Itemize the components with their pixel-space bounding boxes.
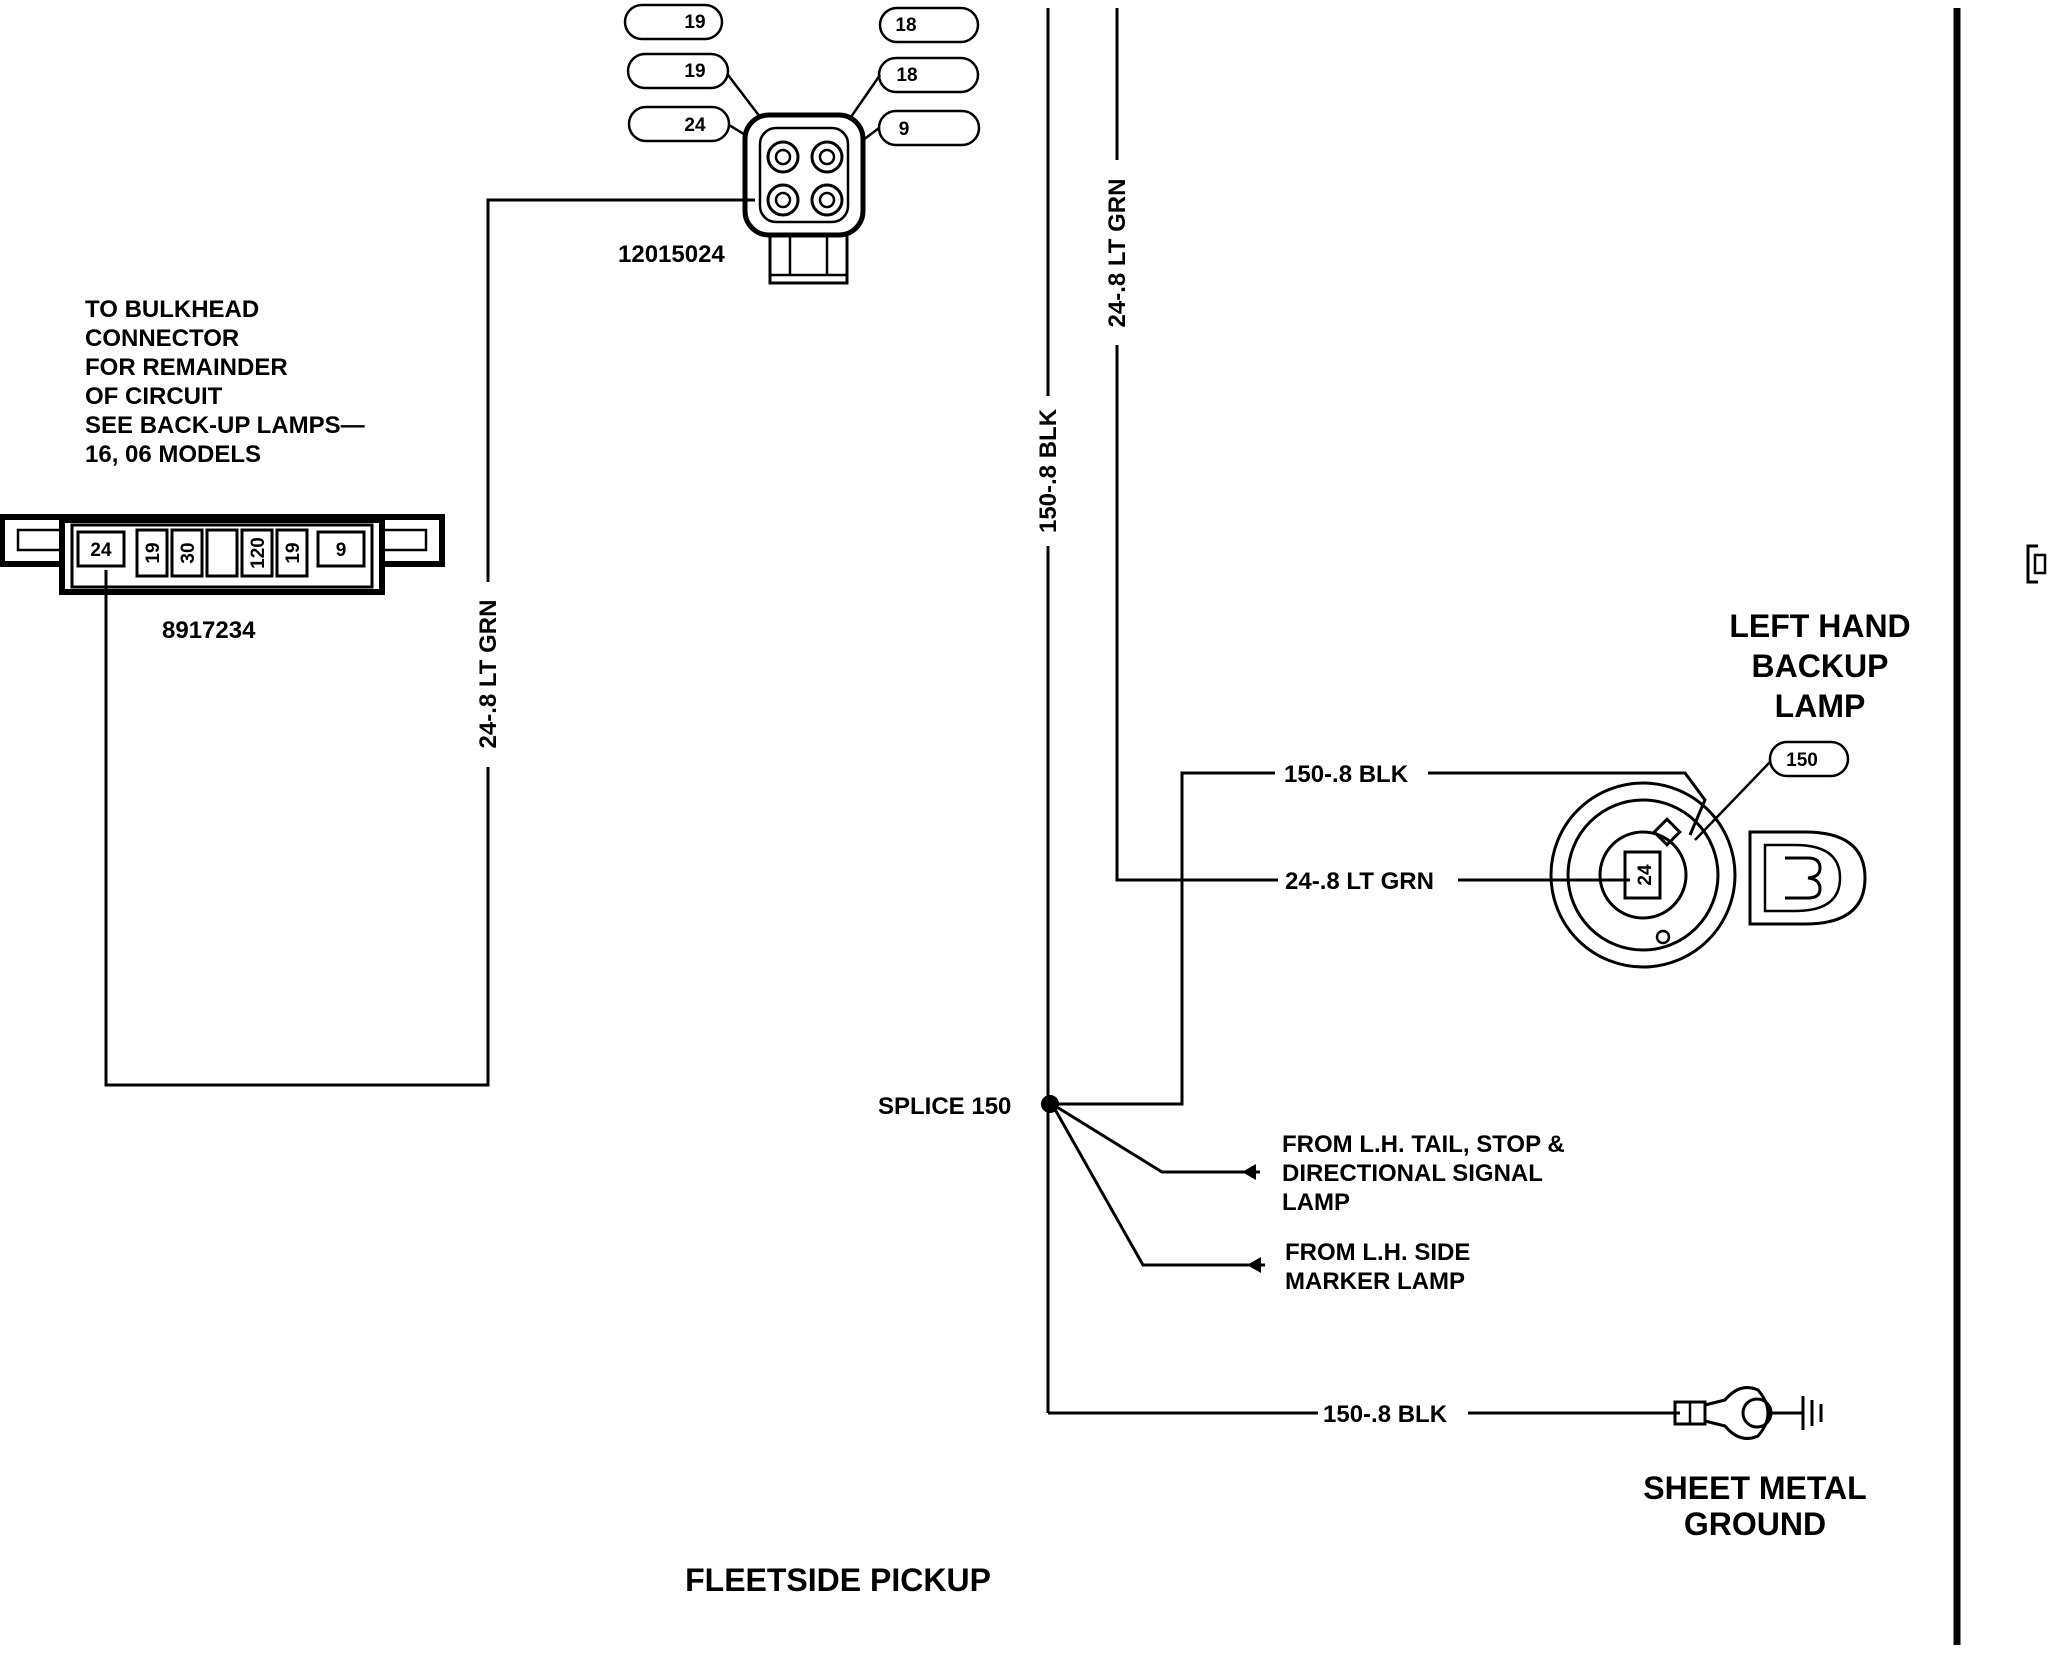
lamp-title-line: LEFT HAND — [1729, 608, 1910, 644]
pin-label: 120 — [248, 537, 269, 569]
bulkhead-note-line: CONNECTOR — [85, 325, 239, 352]
ring-terminal-icon — [1704, 1386, 1770, 1440]
page-edge-connector-fragment — [2033, 553, 2047, 575]
bulkhead-note-line: 16, 06 MODELS — [85, 441, 261, 468]
connector-pin — [275, 528, 309, 578]
bulkhead-note-line: TO BULKHEAD — [85, 296, 259, 323]
connector-pin — [240, 528, 274, 578]
connector-latch — [768, 233, 849, 285]
bulkhead-note-line: FOR REMAINDER — [85, 354, 288, 381]
page-edge-connector-fragment — [2026, 544, 2038, 584]
pin-label: 19 — [283, 542, 304, 563]
connector-pin — [766, 183, 800, 217]
ground-title-line: SHEET METAL — [1643, 1470, 1866, 1506]
pin-tag-label: 18 — [896, 65, 917, 86]
feed-label-line: DIRECTIONAL SIGNAL — [1282, 1160, 1543, 1187]
feed-label-line: FROM L.H. TAIL, STOP & — [1282, 1131, 1565, 1158]
feed-label-line: MARKER LAMP — [1285, 1268, 1465, 1295]
bulkhead-note-line: OF CIRCUIT — [85, 383, 223, 410]
wire-label: 24-.8 LT GRN — [1285, 868, 1434, 895]
wire-label: 150-.8 BLK — [1035, 408, 1062, 533]
feed-side-marker: FROM L.H. SIDE MARKER LAMP — [1050, 1103, 1470, 1295]
wire-label: 150-.8 BLK — [1323, 1401, 1448, 1428]
terminal-leader-line — [1694, 761, 1771, 841]
connector-pin — [810, 183, 844, 217]
connector-pin — [766, 140, 800, 174]
pin-label: 24 — [90, 540, 112, 561]
pin-tag-label: 19 — [684, 12, 705, 33]
wire-label: 24-.8 LT GRN — [475, 600, 502, 749]
feed-arrow-icon — [1242, 1164, 1256, 1180]
connector-pin — [135, 528, 169, 578]
connector-8917234: TO BULKHEAD CONNECTOR FOR REMAINDER OF C… — [0, 296, 445, 644]
connector-body — [742, 112, 866, 238]
wire-150-blk-ground: 150-.8 BLK — [1048, 1396, 1680, 1430]
bulkhead-note-line: SEE BACK-UP LAMPS— — [85, 412, 365, 439]
pin-label: 9 — [336, 540, 347, 561]
pin-label: 30 — [178, 542, 199, 563]
wire-24-lt-grn-lamp: 24-.8 LT GRN — [1278, 863, 1630, 897]
diagram-title: FLEETSIDE PICKUP — [685, 1562, 991, 1598]
left-hand-backup-lamp: LEFT HAND BACKUP LAMP 150 24 — [1549, 608, 1911, 969]
pin-tag — [623, 3, 724, 41]
wire-24-lt-grn-left: 24-.8 LT GRN — [104, 198, 755, 1087]
wire-150-blk-main: 150-.8 BLK — [1034, 8, 1064, 1413]
socket-terminal — [1623, 850, 1662, 900]
pin-tag-label: 9 — [899, 119, 910, 140]
feed-arrow-icon — [1247, 1257, 1261, 1273]
pin-tag-label: 24 — [684, 115, 706, 136]
wire-24-lt-grn-main: 24-.8 LT GRN — [1103, 8, 1280, 882]
bulb-icon — [1748, 830, 1867, 926]
part-number-label: 8917234 — [162, 617, 256, 644]
sheet-metal-ground: SHEET METAL GROUND — [1643, 1386, 1867, 1542]
wire-label: 24-.8 LT GRN — [1104, 179, 1131, 328]
connector-pin — [316, 530, 366, 568]
connector-12015024: 19 18 19 18 24 9 12015024 — [618, 3, 981, 285]
socket-terminal-label: 24 — [1635, 864, 1656, 886]
feed-tail-lamp: FROM L.H. TAIL, STOP & DIRECTIONAL SIGNA… — [1051, 1102, 1565, 1216]
pin-tag — [877, 56, 980, 94]
pin-tag — [626, 52, 730, 90]
feed-label-line: FROM L.H. SIDE — [1285, 1239, 1470, 1266]
connector-pin — [810, 140, 844, 174]
part-number-label: 12015024 — [618, 241, 725, 268]
wire-label: 150-.8 BLK — [1284, 761, 1409, 788]
connector-pin — [76, 530, 126, 568]
feed-label-line: LAMP — [1282, 1189, 1350, 1216]
ground-title-line: GROUND — [1684, 1506, 1826, 1542]
pin-tag-label: 18 — [895, 15, 916, 36]
pin-tag — [878, 6, 980, 44]
terminal-tag — [1768, 740, 1850, 778]
splice-150: SPLICE 150 — [878, 1093, 1059, 1120]
lamp-title-line: BACKUP — [1752, 648, 1889, 684]
pin-tag — [877, 109, 981, 147]
socket-ground-terminal — [1652, 817, 1682, 847]
connector-face — [758, 126, 850, 224]
lamp-socket — [1549, 781, 1737, 969]
connector-pin-empty — [205, 528, 239, 578]
pin-tag-label: 19 — [684, 61, 705, 82]
lamp-title-line: LAMP — [1775, 688, 1866, 724]
splice-label: SPLICE 150 — [878, 1093, 1011, 1120]
pin-tag — [627, 105, 731, 143]
connector-pin — [170, 528, 204, 578]
pin-label: 19 — [143, 542, 164, 563]
terminal-tag-label: 150 — [1786, 750, 1818, 771]
